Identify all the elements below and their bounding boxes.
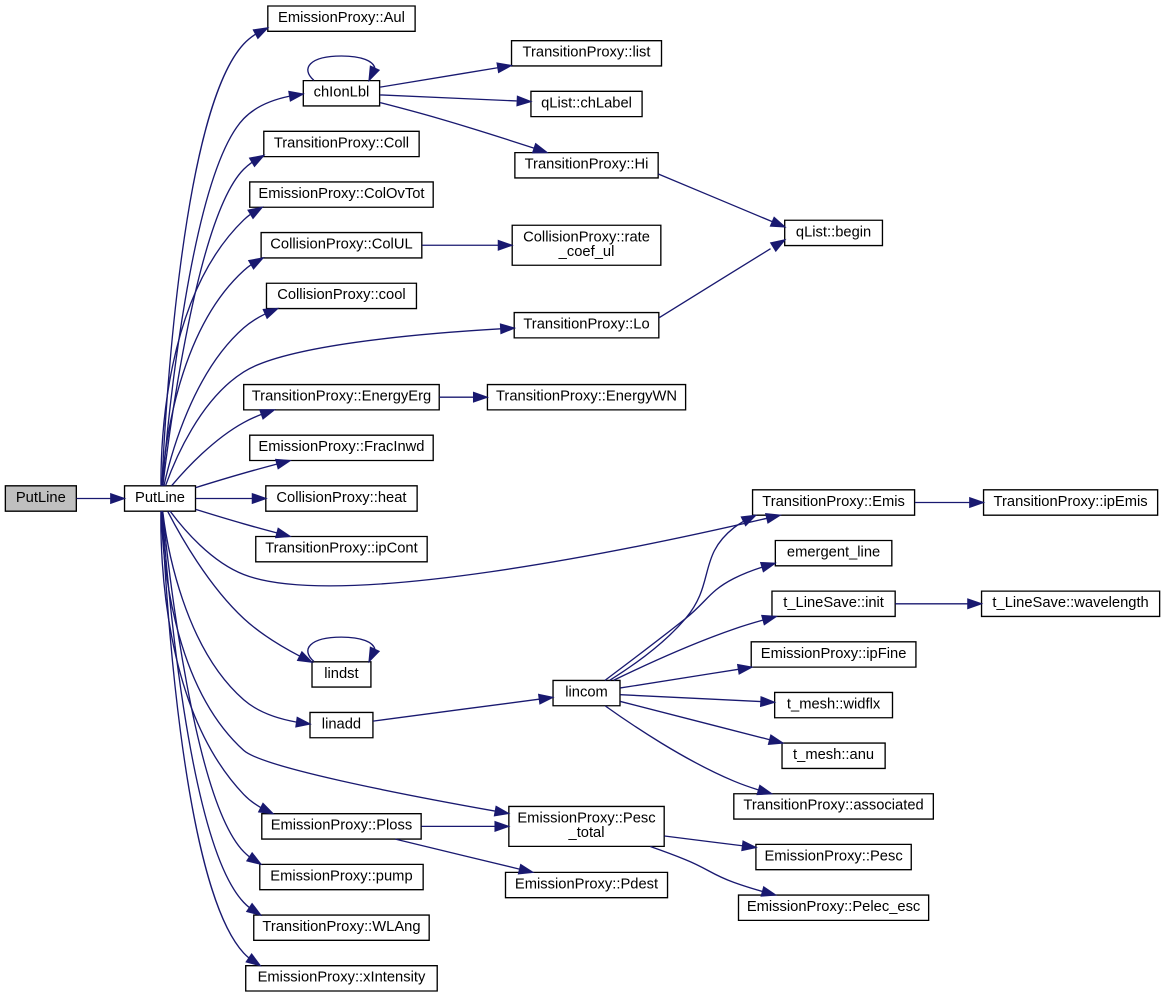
svg-text:emergent_line: emergent_line: [787, 545, 880, 561]
svg-text:linadd: linadd: [322, 716, 361, 732]
svg-text:TransitionProxy::ipCont: TransitionProxy::ipCont: [265, 541, 417, 557]
svg-text:EmissionProxy::Pesc: EmissionProxy::Pesc: [517, 810, 655, 826]
svg-text:lindst: lindst: [324, 666, 358, 682]
svg-text:PutLine: PutLine: [135, 490, 185, 506]
svg-text:TransitionProxy::EnergyErg: TransitionProxy::EnergyErg: [252, 389, 431, 405]
svg-text:CollisionProxy::heat: CollisionProxy::heat: [276, 490, 406, 506]
svg-text:qList::chLabel: qList::chLabel: [541, 95, 632, 111]
svg-text:_total: _total: [568, 825, 605, 841]
svg-text:EmissionProxy::ipFine: EmissionProxy::ipFine: [761, 646, 907, 662]
svg-text:chIonLbl: chIonLbl: [314, 85, 370, 101]
svg-text:TransitionProxy::list: TransitionProxy::list: [523, 45, 651, 61]
svg-text:TransitionProxy::associated: TransitionProxy::associated: [743, 798, 923, 814]
svg-text:lincom: lincom: [565, 684, 608, 700]
svg-text:TransitionProxy::Hi: TransitionProxy::Hi: [525, 157, 649, 173]
svg-text:TransitionProxy::Coll: TransitionProxy::Coll: [274, 135, 409, 151]
svg-text:EmissionProxy::pump: EmissionProxy::pump: [270, 868, 412, 884]
svg-text:t_LineSave::init: t_LineSave::init: [783, 595, 884, 611]
svg-text:CollisionProxy::ColUL: CollisionProxy::ColUL: [270, 237, 412, 253]
svg-text:EmissionProxy::FracInwd: EmissionProxy::FracInwd: [258, 439, 424, 455]
svg-text:TransitionProxy::Emis: TransitionProxy::Emis: [762, 494, 905, 510]
svg-text:CollisionProxy::cool: CollisionProxy::cool: [277, 287, 405, 303]
svg-text:EmissionProxy::Pdest: EmissionProxy::Pdest: [515, 876, 658, 892]
svg-text:EmissionProxy::Pelec_esc: EmissionProxy::Pelec_esc: [747, 899, 920, 915]
svg-text:t_LineSave::wavelength: t_LineSave::wavelength: [992, 595, 1148, 611]
svg-text:EmissionProxy::Ploss: EmissionProxy::Ploss: [271, 818, 413, 834]
svg-text:TransitionProxy::WLAng: TransitionProxy::WLAng: [262, 919, 420, 935]
svg-text:PutLine: PutLine: [16, 490, 66, 506]
svg-text:EmissionProxy::xIntensity: EmissionProxy::xIntensity: [258, 970, 426, 986]
svg-text:CollisionProxy::rate: CollisionProxy::rate: [523, 229, 650, 245]
svg-text:TransitionProxy::ipEmis: TransitionProxy::ipEmis: [994, 494, 1148, 510]
svg-text:t_mesh::anu: t_mesh::anu: [793, 747, 874, 763]
svg-text:EmissionProxy::Aul: EmissionProxy::Aul: [278, 10, 405, 26]
svg-text:t_mesh::widflx: t_mesh::widflx: [787, 696, 881, 712]
svg-text:TransitionProxy::Lo: TransitionProxy::Lo: [523, 317, 649, 333]
svg-text:_coef_ul: _coef_ul: [558, 244, 615, 260]
svg-text:EmissionProxy::Pesc: EmissionProxy::Pesc: [764, 848, 902, 864]
svg-text:TransitionProxy::EnergyWN: TransitionProxy::EnergyWN: [496, 389, 677, 405]
svg-text:qList::begin: qList::begin: [796, 224, 871, 240]
svg-text:EmissionProxy::ColOvTot: EmissionProxy::ColOvTot: [258, 186, 424, 202]
